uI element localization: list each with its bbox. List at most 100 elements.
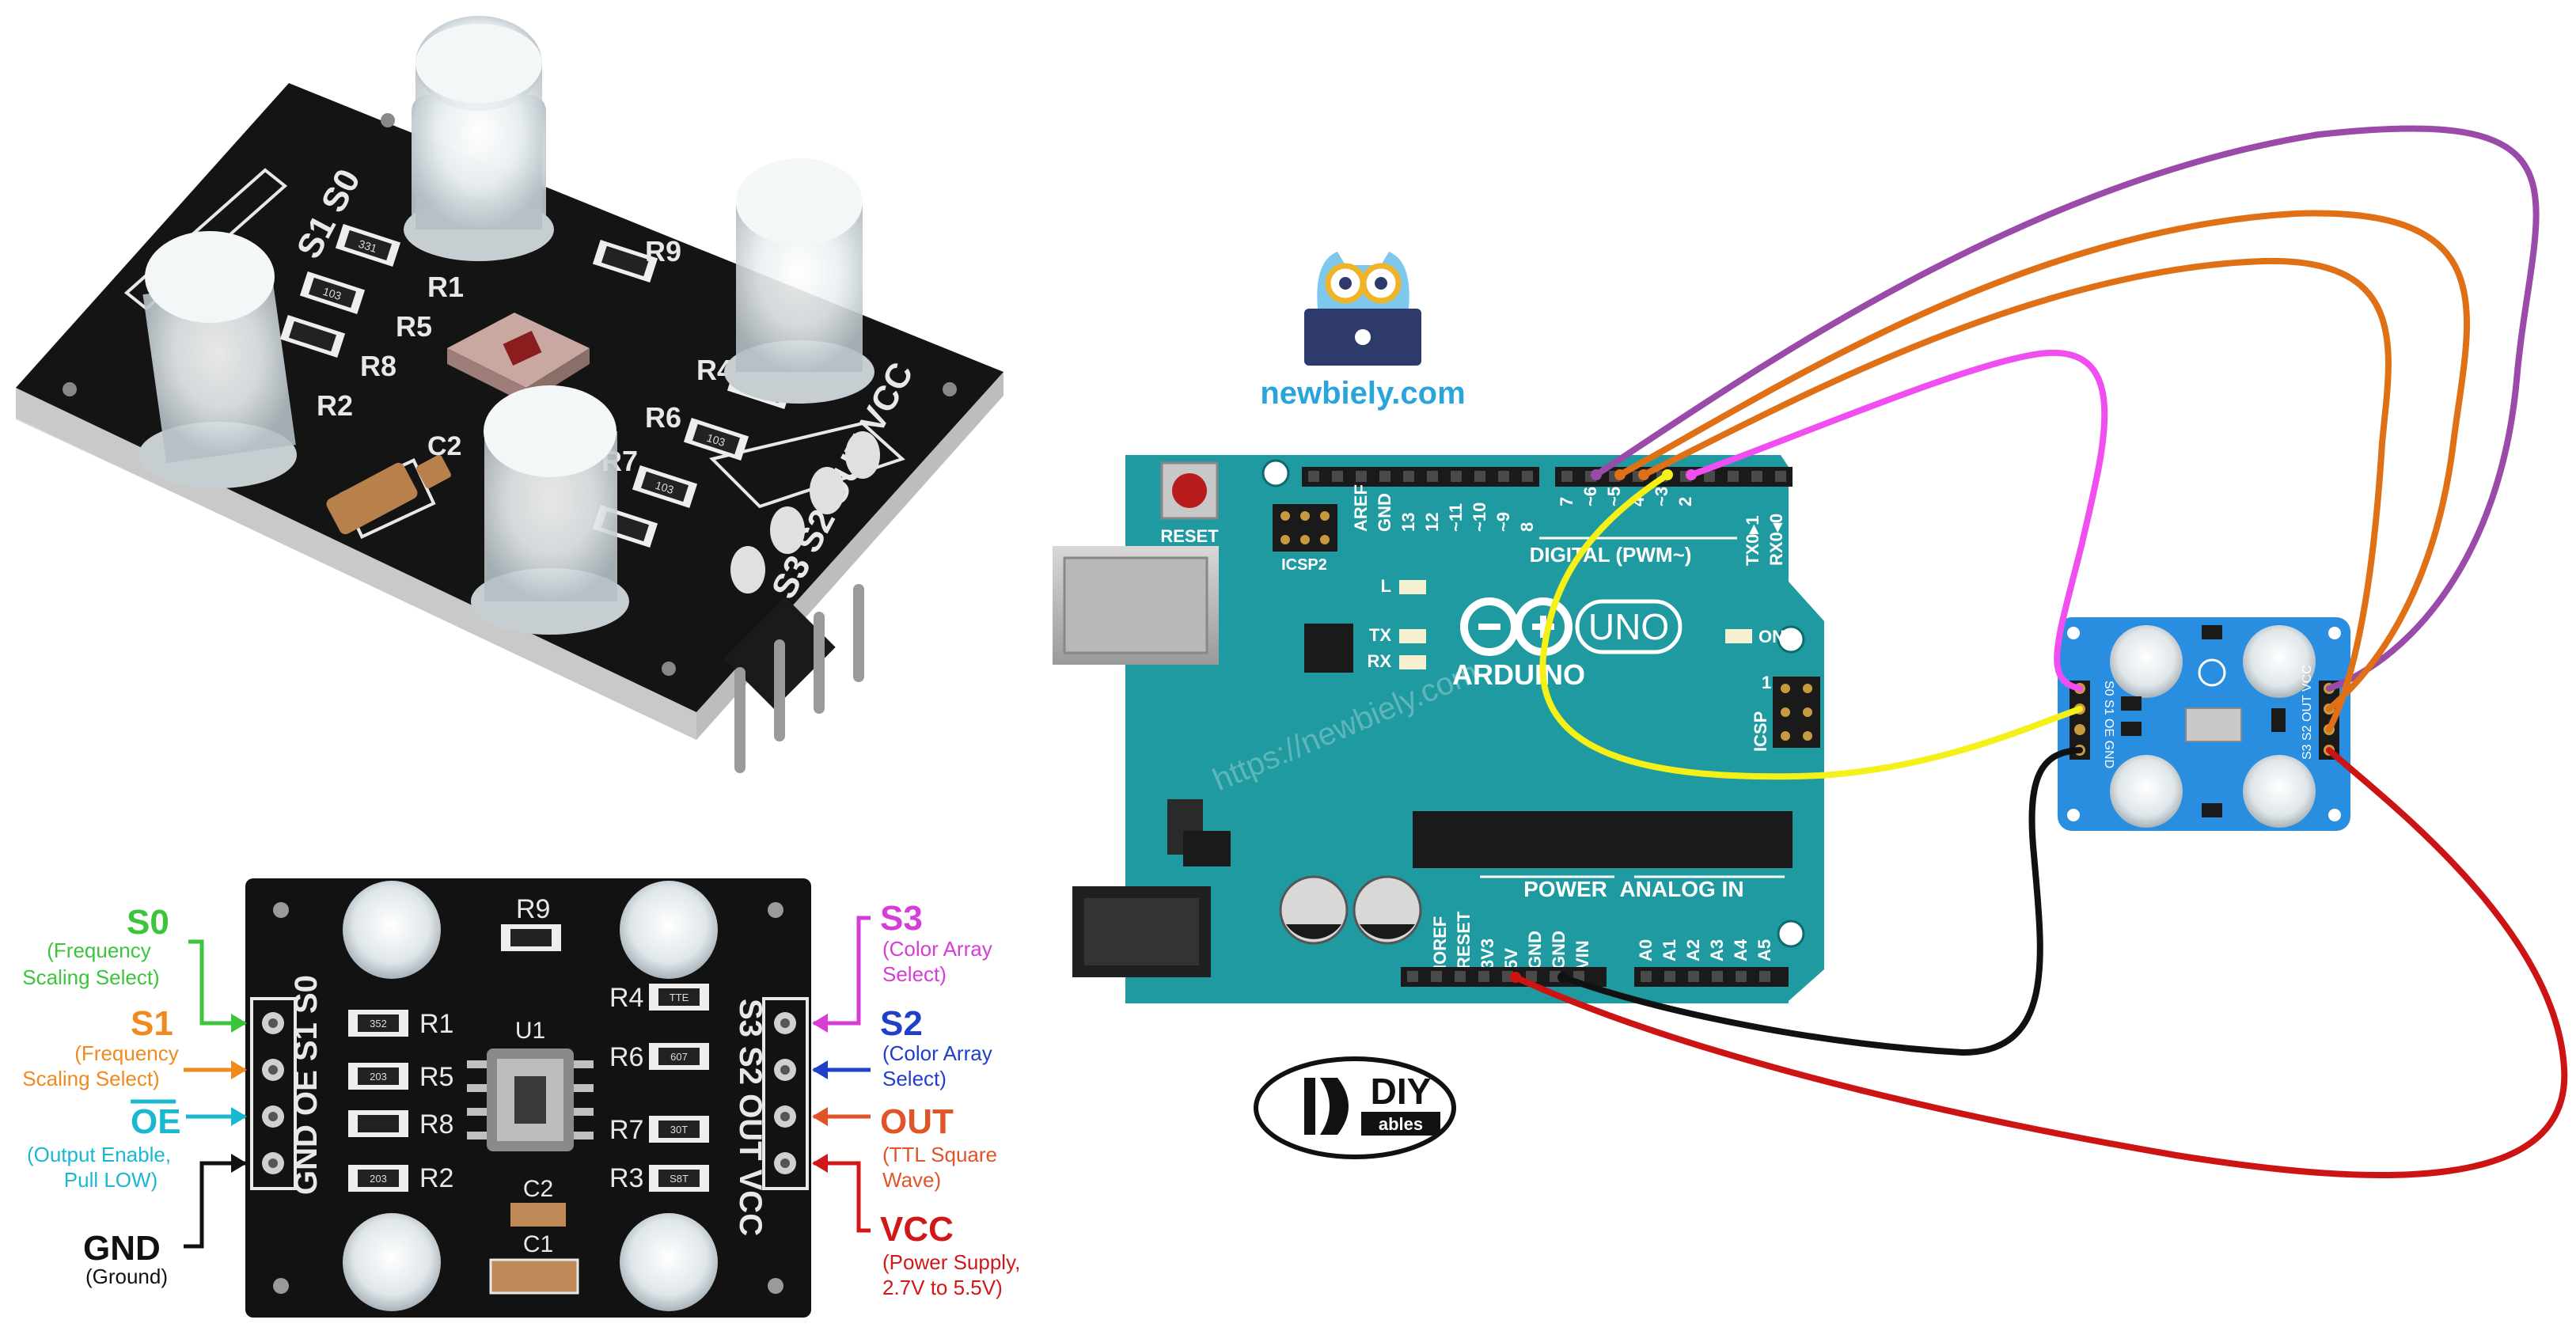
pinout-capacitors: C2 C1 [489,1176,579,1295]
icsp2-label: ICSP2 [1281,556,1327,574]
svg-text:C2: C2 [427,431,461,461]
svg-text:103: 103 [654,479,675,497]
pinout-u1-chip: U1 [467,1018,594,1151]
svg-text:RX0◂0: RX0◂0 [1766,514,1786,566]
digital-pin-labels: AREF GND 13 12 ~11 ~10 ~9 8 7 ~6 ~5 4 ~3… [1351,484,1786,566]
icsp2-header [1273,504,1337,552]
wire-out-orange [1641,257,2392,733]
pin-label-oe: OE (Output Enable, Pull LOW) [27,1099,247,1192]
pinout-left-silk: GND OE S1 S0 [289,975,324,1195]
svg-text:A0: A0 [1636,939,1656,961]
pin-labels-left: S0 (Frequency Scaling Select) S1 (Freque… [22,903,247,1288]
svg-text:(Ground): (Ground) [85,1265,168,1288]
svg-text:607: 607 [670,1051,688,1063]
svg-text:ables: ables [1379,1114,1423,1134]
svg-text:GND: GND [1375,493,1394,532]
wire-vcc-red [1512,747,2568,1178]
newbiely-logo: newbiely.com [1260,252,1466,411]
svg-text:1: 1 [1762,673,1771,692]
svg-text:Scaling Select): Scaling Select) [22,965,159,989]
svg-text:RESET: RESET [1454,911,1474,969]
svg-text:A5: A5 [1755,939,1774,961]
pinout-resistor-labels: R1 R5 R8 R2 R9 R4 R6 R7 R3 [419,894,643,1193]
small-left-silk: S0 S1 OE GND [2102,681,2115,768]
svg-text:R8: R8 [360,350,396,382]
svg-text:Select): Select) [882,1067,947,1090]
arduino-brand: ARDUINO [1452,658,1585,691]
svg-text:(TTL Square: (TTL Square [882,1143,997,1166]
small-module-sensor [2185,707,2242,742]
svg-text:2.7V to 5.5V): 2.7V to 5.5V) [882,1276,1003,1299]
digital-label: DIGITAL (PWM~) [1530,543,1692,567]
mcu-chip [1413,811,1793,868]
photo-leds [138,16,874,635]
svg-text:ON: ON [1758,627,1785,647]
svg-text:U1: U1 [515,1018,545,1044]
arduino-logo: UNO ARDUINO [1452,597,1683,691]
svg-text:R1: R1 [427,271,464,303]
pin-label-out: OUT (TTL Square Wave) [812,1102,997,1192]
svg-text:R4: R4 [609,983,643,1013]
power-label: POWER [1523,877,1607,901]
svg-text:103: 103 [705,431,727,449]
svg-text:~3: ~3 [1652,487,1671,506]
pinout-leds [343,881,718,1311]
svg-text:R6: R6 [645,401,681,434]
photo-led-left [138,231,297,488]
svg-text:3V3: 3V3 [1478,939,1497,969]
brand-name: newbiely.com [1260,376,1465,411]
icsp-header: 1 ICSP [1751,673,1820,752]
pin-label-s2: S2 (Color Array Select) [812,1004,992,1090]
photo-led-bottom [471,385,629,635]
svg-text:RX: RX [1367,651,1391,671]
analog-pin-labels: A0 A1 A2 A3 A4 A5 [1636,939,1774,961]
svg-text:TTE: TTE [670,992,689,1003]
svg-text:~11: ~11 [1446,503,1466,532]
photo-resistor-labels: R1 R5 R8 R2 R9 R4 R6 R7 [317,235,733,477]
svg-text:Wave): Wave) [882,1168,941,1192]
svg-text:OUT: OUT [880,1102,954,1141]
svg-text:Pull LOW): Pull LOW) [64,1168,157,1192]
svg-text:R5: R5 [419,1062,453,1092]
small-module-leds [2110,625,2316,828]
svg-text:R9: R9 [516,894,550,924]
owl-icon [1304,252,1421,366]
analog-label: ANALOG IN [1619,877,1743,901]
svg-text:S3: S3 [880,899,923,938]
wire-s0-magenta [1688,349,2108,692]
svg-text:R2: R2 [419,1163,453,1193]
pin-labels-right: S3 (Color Array Select) S2 (Color Array … [812,899,1020,1299]
svg-text:(Color Array: (Color Array [882,937,992,961]
reset-label: RESET [1160,526,1219,546]
pin-label-s0: S0 (Frequency Scaling Select) [22,903,247,1033]
svg-text:A3: A3 [1707,939,1727,961]
electrolytic-capacitors [1279,875,1422,945]
svg-text:(Frequency: (Frequency [74,1041,179,1065]
svg-text:IOREF: IOREF [1430,916,1450,969]
svg-text:A1: A1 [1660,939,1679,961]
svg-text:R2: R2 [317,389,353,422]
svg-text:(Power Supply,: (Power Supply, [882,1250,1020,1274]
svg-text:VIN: VIN [1573,940,1592,969]
pin-label-s3: S3 (Color Array Select) [812,899,992,1033]
pinout-resistors: 352 203 203 TTE 607 30T S8T [348,924,709,1192]
svg-text:C2: C2 [523,1176,553,1202]
svg-text:(Frequency: (Frequency [47,939,151,962]
pinout-right-pins [774,1012,796,1174]
svg-text:GND: GND [1525,931,1545,969]
small-right-silk: S3 S2 OUT VCC [2301,665,2314,760]
svg-text:~6: ~6 [1580,487,1600,506]
svg-text:13: 13 [1398,513,1418,532]
svg-text:ICSP: ICSP [1751,711,1770,752]
svg-text:R3: R3 [609,1163,643,1193]
photo-header-pins [723,431,880,773]
svg-text:R8: R8 [419,1109,453,1140]
svg-text:S2: S2 [880,1004,923,1043]
wire-ends [1510,469,1697,983]
pin-label-gnd: GND (Ground) [83,1154,247,1288]
reset-button[interactable] [1160,461,1219,520]
svg-text:TX: TX [1369,625,1391,645]
svg-text:30T: 30T [670,1124,688,1136]
